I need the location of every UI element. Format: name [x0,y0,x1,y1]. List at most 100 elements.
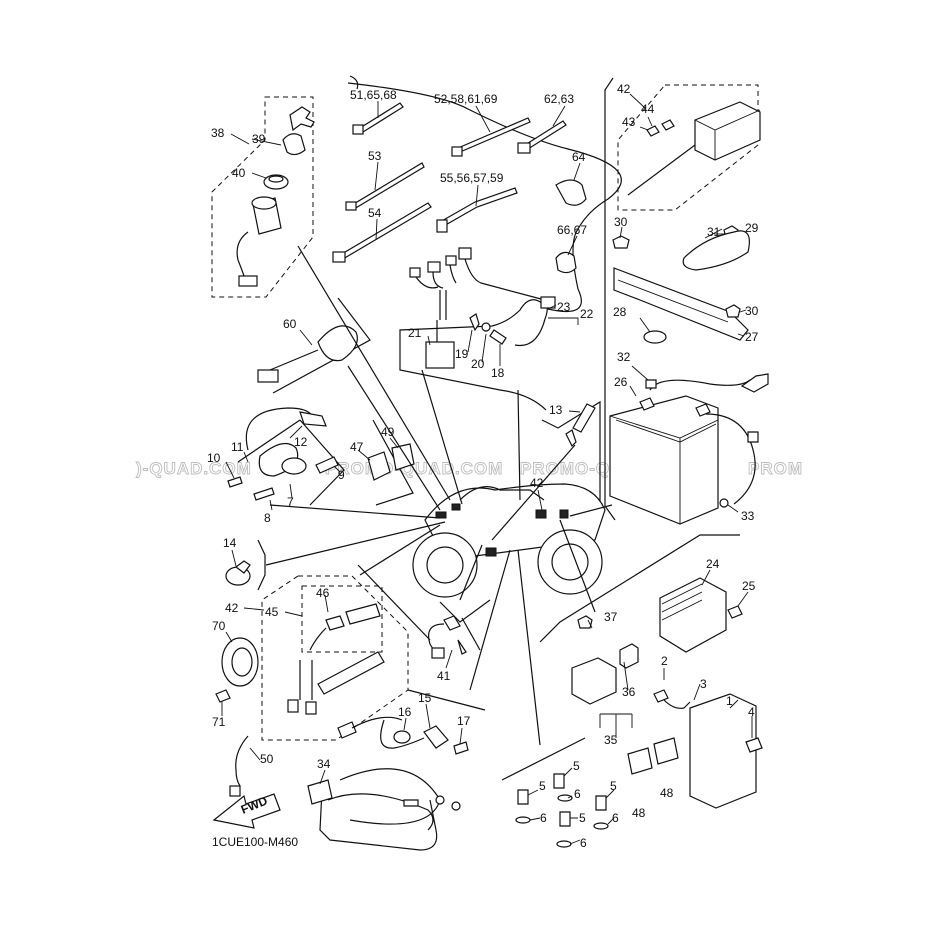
callout-1: 1 [726,694,733,708]
diagram-stroke [639,126,649,131]
diagram-stroke [251,138,282,146]
diagram-stroke [663,699,691,709]
diagram-stroke [253,487,275,501]
atv-vehicle: 42 [412,476,606,598]
socket-group: 60 [257,297,371,394]
diagram-stroke [261,575,409,741]
diagram-stroke [211,96,314,298]
diagram-stroke [747,431,759,443]
battery-bracket-group: 30 31 29 28 30 27 [612,215,759,344]
diagram-stroke [251,196,277,210]
diagram-stroke [380,719,425,749]
diagram-stroke [524,120,567,150]
callout-66-67: 66,67 [557,223,587,237]
diagram-stroke [435,795,445,805]
diagram-stroke [619,643,639,669]
ecu-1-icon [689,693,757,809]
diagram-stroke [517,549,541,746]
diagram-stroke [327,793,434,831]
diagram-stroke [705,413,756,505]
holder-29-icon [682,230,750,271]
harness-34-group: 34 [307,757,461,851]
callout-2: 2 [661,654,668,668]
diagram-stroke [269,349,319,371]
callout-13: 13 [549,403,563,417]
callout-55-56-57-59: 55,56,57,59 [440,171,504,185]
diagram-stroke [439,599,491,651]
diagram-stroke [301,585,383,653]
callout-29: 29 [745,221,759,235]
diagram-stroke [617,84,759,211]
callout-46: 46 [316,586,330,600]
diagram-stroke [539,534,740,643]
starter-relay-group: 37 2 3 36 1 4 35 48 48 [571,610,763,820]
diagram-stroke [249,747,261,761]
diagram-stroke [631,365,649,381]
diagram-stroke [443,615,461,631]
diagram-stroke [451,801,461,811]
switch-connector-icon [238,275,258,287]
diagram-stroke [352,124,364,135]
callout-36: 36 [622,685,636,699]
diagram-stroke [619,226,623,239]
diagram-stroke [609,415,719,524]
relay-47-icon [367,451,391,481]
callout-25: 25 [742,579,756,593]
diagram-stroke [551,543,589,581]
sensor-15-icon [423,725,449,749]
sensor-41-group: 41 [428,599,491,683]
diagram-stroke [653,689,669,703]
diagram-stroke [403,703,463,745]
diagram-code: 1CUE100-M460 [212,835,298,849]
diagram-stroke [439,187,518,228]
clamp-icon [555,179,587,206]
diagram-stroke [739,309,747,313]
callout-24: 24 [706,557,720,571]
callout-5-c: 5 [610,779,617,793]
callout-23: 23 [557,300,571,314]
watermark-left: )-QUAD.COM [136,459,252,478]
diagram-stroke [727,605,743,619]
diagram-stroke [347,365,441,511]
diagram-stroke [407,689,486,711]
diagram-stroke [435,511,447,519]
callout-31: 31 [707,225,721,239]
diagram-stroke [639,397,711,417]
diagram-stroke [541,400,601,506]
diagram-stroke [305,701,317,715]
callout-49: 49 [381,425,395,439]
diagram-stroke [517,789,529,805]
key-icon [289,106,315,132]
horn-group: 70 71 [212,619,259,729]
diagram-stroke [568,410,581,413]
diagram-stroke [595,795,607,811]
callout-71: 71 [212,715,226,729]
switch-14-group: 14 [223,536,266,591]
battery-26-icon [609,395,719,525]
diagram-stroke [230,133,250,145]
callout-15: 15 [418,691,432,705]
diagram-stroke [453,741,469,755]
diagram-stroke [517,389,521,501]
diagram-stroke [428,623,445,655]
diagram-stroke [221,631,233,716]
diagram-stroke [245,407,313,451]
callout-26: 26 [614,375,628,389]
diagram-stroke [317,651,385,695]
diagram-stroke [299,660,313,700]
callout-51-65-68: 51,65,68 [350,88,397,102]
diagram-stroke [431,647,445,659]
callout-21: 21 [408,326,422,340]
diagram-stroke [639,317,651,333]
diagram-stroke [332,251,346,263]
diagram-stroke [309,627,327,651]
diagram-stroke [593,822,609,830]
relay-49-icon [391,443,415,471]
diagram-stroke [459,544,483,601]
bolts-group: 5 5 6 5 6 6 5 6 [501,737,619,850]
diagram-stroke [577,615,593,629]
callout-4: 4 [748,705,755,719]
diagram-stroke [251,172,267,179]
diagram-stroke [489,329,507,345]
ignition-coil-group: 12 11 10 9 7 8 [207,407,345,525]
